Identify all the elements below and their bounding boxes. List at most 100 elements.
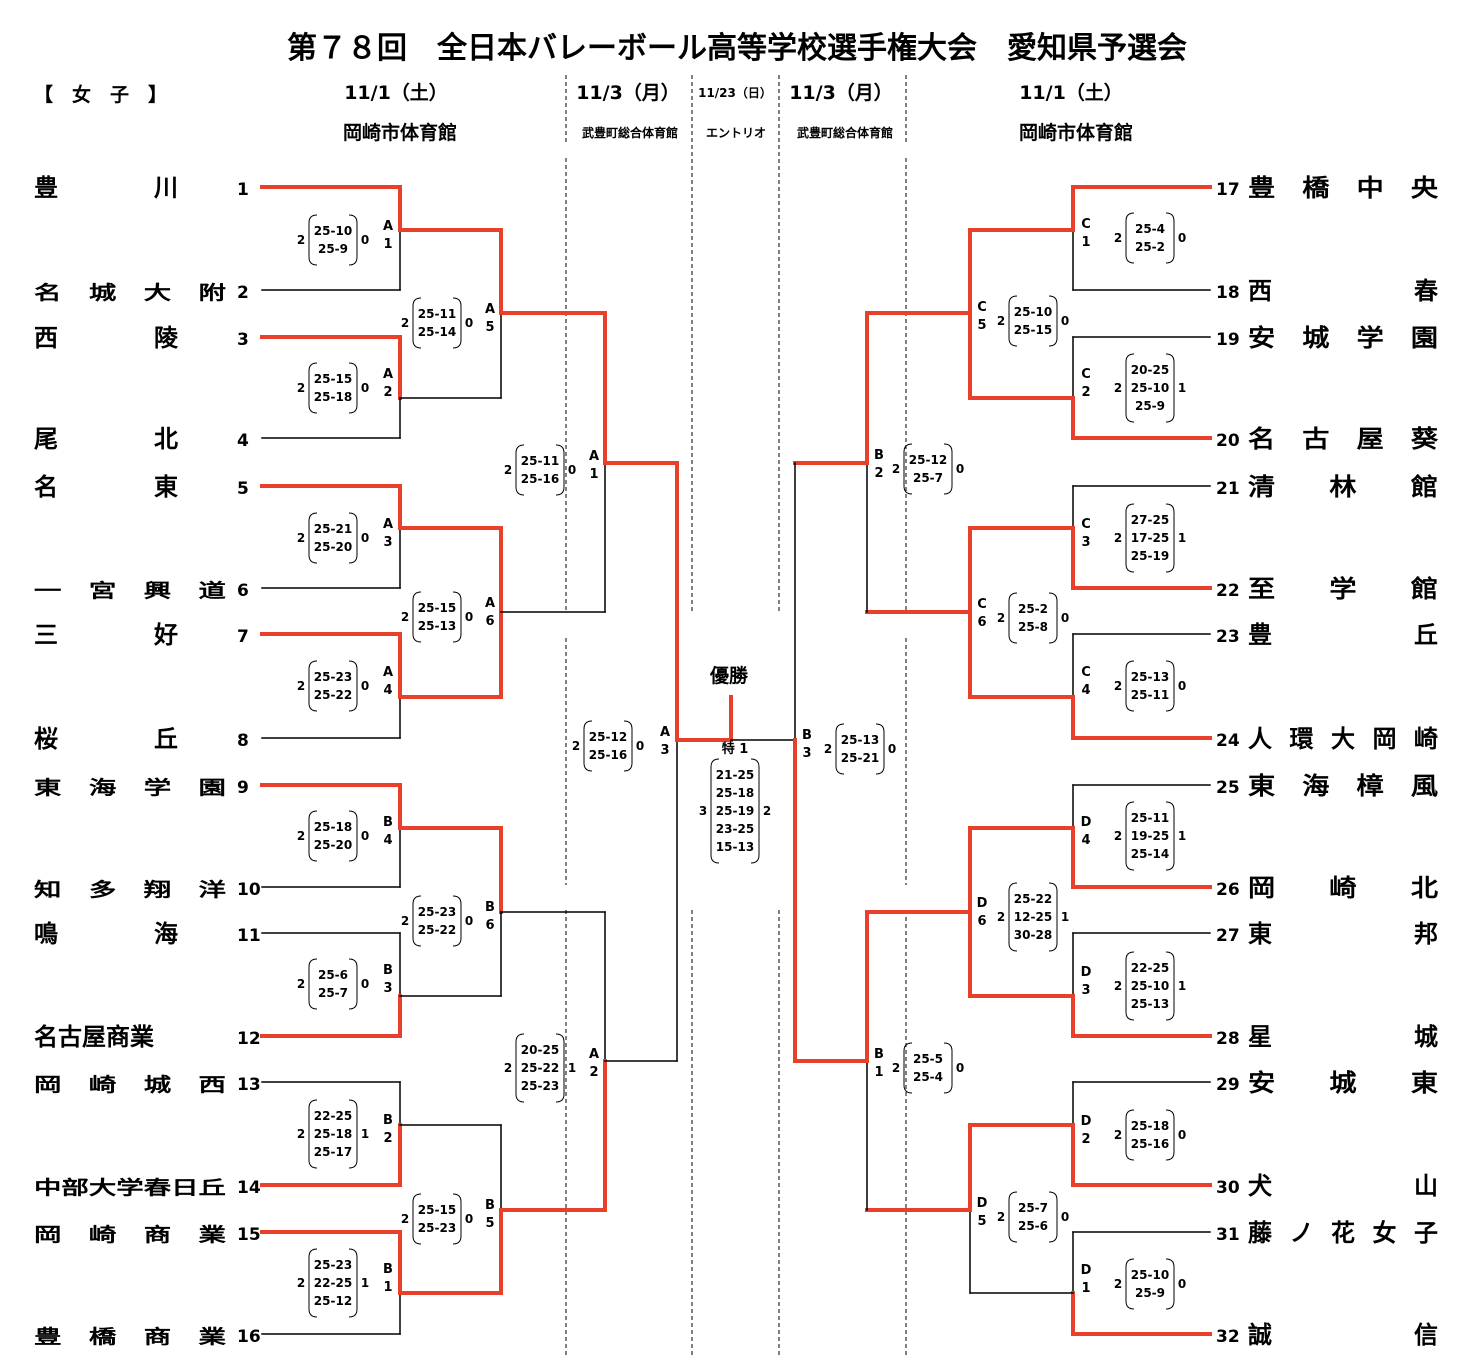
- team-name: 三 好: [34, 621, 178, 649]
- score-frame-right: [750, 758, 760, 864]
- sets-won-b: 0: [636, 739, 644, 753]
- score-frame-right: [452, 1193, 462, 1245]
- score-frame-right: [943, 1042, 953, 1094]
- sets-won-a: 2: [1114, 679, 1122, 693]
- score-frame-left: [835, 723, 845, 775]
- set-score: 25-11: [1131, 688, 1169, 702]
- match-label-letter: B: [874, 1047, 884, 1062]
- score-frame-left: [1125, 353, 1135, 423]
- team-name: 東 邦: [1248, 920, 1438, 948]
- match-label-letter: B: [485, 1198, 495, 1213]
- score-frame-left: [1125, 503, 1135, 573]
- seed-number: 21: [1216, 479, 1240, 499]
- team-name: 安 城 東: [1248, 1069, 1438, 1097]
- set-score: 25-13: [418, 619, 456, 633]
- sets-won-b: 1: [1178, 381, 1186, 395]
- match-label-number: 4: [383, 833, 392, 848]
- match-label-letter: A: [589, 449, 599, 464]
- match-label-letter: A: [383, 665, 393, 680]
- score-frame-right: [875, 723, 885, 775]
- score-frame-left: [308, 1099, 318, 1169]
- team-name: 安 城 学 園: [1248, 324, 1438, 352]
- set-score: 25-9: [318, 242, 348, 256]
- set-score: 25-18: [1131, 1119, 1169, 1133]
- sets-won-b: 0: [361, 977, 369, 991]
- team-name: 知 多 翔 洋: [34, 878, 226, 901]
- sets-won-b: 0: [361, 679, 369, 693]
- team-name: 犬 山: [1248, 1172, 1438, 1200]
- seed-number: 17: [1216, 180, 1240, 200]
- sets-won-b: 0: [1178, 1128, 1186, 1142]
- sets-won-a: 2: [297, 233, 305, 247]
- seed-number: 11: [237, 926, 261, 946]
- score-frame-left: [1008, 592, 1018, 644]
- score-frame-right: [1048, 1191, 1058, 1243]
- score-frame-left: [308, 958, 318, 1010]
- score-frame-right: [555, 1033, 565, 1103]
- match-label-number: 5: [977, 318, 986, 333]
- set-score: 25-10: [1131, 979, 1169, 993]
- seed-number: 14: [237, 1178, 261, 1198]
- set-score: 25-16: [1131, 1137, 1169, 1151]
- team-name: 名 東: [34, 473, 178, 501]
- match-label-letter: D: [977, 1196, 988, 1211]
- score-frame-right: [348, 958, 358, 1010]
- sets-won-b: 0: [361, 233, 369, 247]
- sets-won-b: 1: [1178, 829, 1186, 843]
- seed-number: 30: [1216, 1178, 1240, 1198]
- set-score: 25-5: [913, 1052, 943, 1066]
- sets-won-a: 2: [297, 1276, 305, 1290]
- score-frame-right: [348, 810, 358, 862]
- match-label-letter: C: [977, 300, 987, 315]
- match-label-letter: A: [383, 219, 393, 234]
- sets-won-b: 1: [361, 1276, 369, 1290]
- set-score: 15-13: [716, 840, 754, 854]
- team-name: 東 海 学 園: [34, 776, 226, 799]
- set-score: 25-11: [418, 307, 456, 321]
- match-label-number: 3: [802, 746, 811, 761]
- sets-won-a: 2: [997, 611, 1005, 625]
- seed-number: 32: [1216, 1327, 1240, 1347]
- sets-won-a: 2: [997, 910, 1005, 924]
- score-frame-right: [1165, 951, 1175, 1021]
- sets-won-b: 0: [465, 1212, 473, 1226]
- team-name: 桜 丘: [34, 725, 178, 753]
- sets-won-a: 2: [504, 1061, 512, 1075]
- score-frame-right: [1165, 1258, 1175, 1310]
- set-score: 25-10: [314, 224, 352, 238]
- set-score: 25-16: [589, 748, 627, 762]
- match-label-number: 4: [1081, 833, 1090, 848]
- set-score: 20-25: [521, 1043, 559, 1057]
- match-label-number: 1: [1081, 235, 1090, 250]
- sets-won-a: 2: [401, 1212, 409, 1226]
- set-score: 25-7: [913, 471, 943, 485]
- team-name: 岡 崎 北: [1248, 874, 1438, 902]
- match-label-letter: D: [1081, 815, 1092, 830]
- seed-number: 15: [237, 1225, 261, 1245]
- set-score: 25-13: [1131, 670, 1169, 684]
- seed-number: 22: [1216, 581, 1240, 601]
- sets-won-b: 2: [763, 804, 771, 818]
- match-label-number: 2: [383, 1131, 392, 1146]
- seed-number: 4: [237, 431, 249, 451]
- team-name: 藤ノ花女子: [1248, 1219, 1438, 1247]
- score-frame-right: [1048, 592, 1058, 644]
- sets-won-a: 2: [1114, 979, 1122, 993]
- sets-won-b: 1: [361, 1127, 369, 1141]
- seed-number: 8: [237, 731, 249, 751]
- match-label-letter: B: [874, 448, 884, 463]
- set-score: 25-22: [418, 923, 456, 937]
- score-frame-left: [1125, 660, 1135, 712]
